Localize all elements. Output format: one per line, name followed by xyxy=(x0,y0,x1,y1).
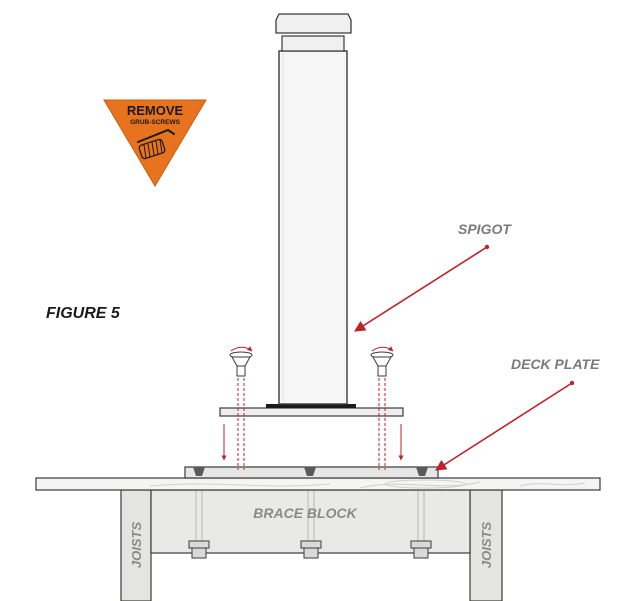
deck-board xyxy=(35,477,601,491)
deck-plate xyxy=(184,466,439,479)
timber-structure: BRACE BLOCK JOISTS JOISTS xyxy=(120,489,503,601)
lowering-arrows xyxy=(221,424,404,461)
warning-subtitle: GRUB-SCREWS xyxy=(130,119,180,126)
deck-plate-callout: DECK PLATE xyxy=(435,356,600,471)
deck-plate-label: DECK PLATE xyxy=(511,356,600,372)
spigot-post xyxy=(275,13,352,405)
screw-and-allen-key-icon xyxy=(137,128,175,160)
bolt-shafts xyxy=(195,490,425,548)
grub-screw-left xyxy=(229,346,253,377)
brace-block-label: BRACE BLOCK xyxy=(253,505,357,521)
alignment-guides xyxy=(237,378,386,470)
spigot-base-plate xyxy=(219,404,404,417)
spigot-callout: SPIGOT xyxy=(354,221,512,332)
warning-title: REMOVE xyxy=(127,103,184,118)
right-joist xyxy=(469,489,503,601)
joists-left-label: JOISTS xyxy=(129,522,144,569)
joists-right-label: JOISTS xyxy=(479,522,494,569)
spigot-label: SPIGOT xyxy=(458,221,512,237)
nut-icon xyxy=(188,540,432,559)
warning-sign: REMOVE GRUB-SCREWS xyxy=(103,99,207,187)
figure-label: FIGURE 5 xyxy=(46,305,121,322)
grub-screw-right xyxy=(370,346,394,377)
